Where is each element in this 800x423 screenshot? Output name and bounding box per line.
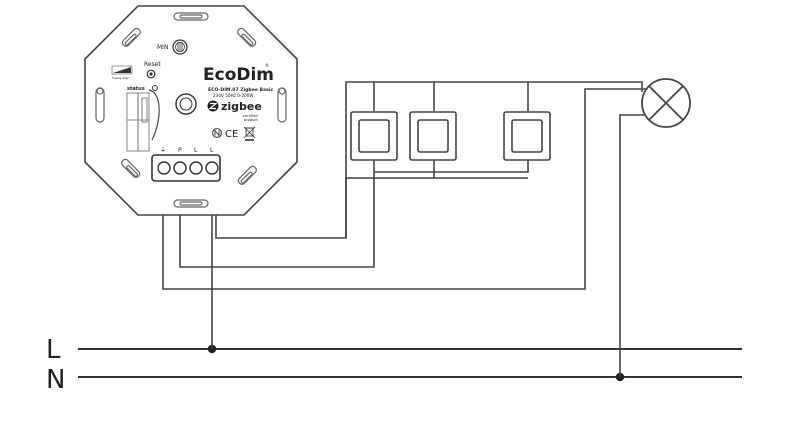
terminal-l1 xyxy=(189,161,203,175)
live-label: L xyxy=(46,335,61,365)
wire-lamp-live xyxy=(162,88,648,290)
status-connector xyxy=(126,92,150,152)
n-approval-icon xyxy=(212,128,222,138)
terminal-block xyxy=(151,154,221,182)
certified-line2: product xyxy=(244,118,258,122)
status-label: status xyxy=(127,86,145,92)
reset-button-center xyxy=(149,72,153,76)
mounting-slots xyxy=(95,12,287,208)
certified-line1: certified xyxy=(243,114,258,118)
ce-mark: CE xyxy=(225,129,238,140)
wires xyxy=(162,81,648,377)
internal-wire xyxy=(148,89,160,141)
lamp-icon xyxy=(641,78,691,128)
wire-switch-bus-top xyxy=(215,81,643,239)
terminal-l2 xyxy=(205,161,219,175)
wire-switch-bottom-rail xyxy=(374,160,529,173)
ratings-label: 230V 50Hz 0-200W xyxy=(213,93,254,98)
terminal-label-l2: L xyxy=(210,147,214,154)
push-switch-2 xyxy=(409,111,457,161)
trailing-edge-icon xyxy=(111,65,133,75)
brand-logo: EcoDim xyxy=(203,65,274,85)
model-label: ECO-DIM.07 Zigbee Basic xyxy=(208,87,273,93)
min-label: MIN xyxy=(157,44,168,51)
knob-icon[interactable] xyxy=(172,39,188,55)
terminal-p xyxy=(173,161,187,175)
terminal-label-l1: L xyxy=(194,147,198,154)
wire-switch-bus-lower xyxy=(179,172,375,268)
trailing-edge-caption: Trailing edge xyxy=(112,76,129,80)
registered-mark: ® xyxy=(265,63,269,68)
led-icon xyxy=(151,84,159,92)
zigbee-logo-icon xyxy=(207,100,219,112)
terminal-label-p: P xyxy=(178,147,182,154)
mains-lines: L N xyxy=(46,335,742,395)
reset-label: Reset xyxy=(144,61,161,68)
neutral-label: N xyxy=(46,365,65,395)
wire-lamp-neutral xyxy=(619,114,645,377)
push-switch-1 xyxy=(350,111,398,161)
terminal-label-earth: ⏚ xyxy=(160,147,166,154)
center-knob-inner xyxy=(179,97,193,111)
push-switch-3 xyxy=(503,111,551,161)
weee-bin-icon xyxy=(243,126,256,141)
dimmer-device: MIN Trailing edge Reset status xyxy=(84,5,298,216)
zigbee-label: zigbee xyxy=(221,100,262,113)
terminal-earth xyxy=(157,161,171,175)
